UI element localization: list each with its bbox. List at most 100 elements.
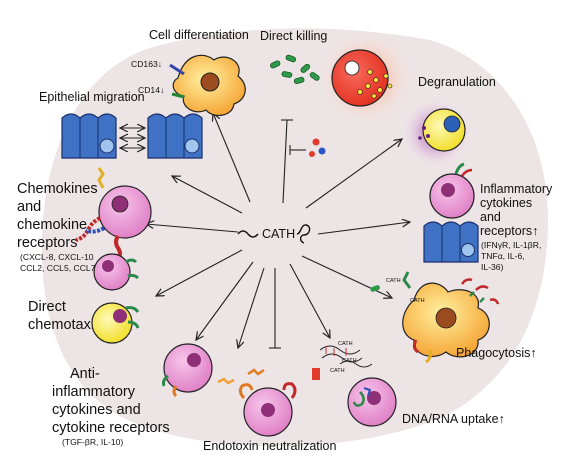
- direct-chemotaxis-label-1: Direct: [28, 299, 66, 315]
- pink-cell-nucleus: [187, 353, 201, 367]
- yellow-cell-nucleus: [443, 115, 461, 133]
- arrow-degranulation: [305, 139, 402, 209]
- green-fragments: [469, 291, 485, 303]
- chemokines-label-4: receptors: [17, 235, 77, 251]
- arrow-anti-inflammatory: [196, 261, 254, 340]
- lps-fragment: [217, 377, 235, 385]
- yellow-cell-body: [91, 302, 133, 344]
- migration-arrows: [120, 128, 145, 148]
- dna-rna-uptake-label: DNA/RNA uptake↑: [402, 412, 505, 426]
- chemotaxis-pink-cell: [93, 253, 140, 291]
- degranulation-label: Degranulation: [418, 75, 496, 89]
- anti-inflammatory-label-4: cytokine receptors: [52, 420, 170, 436]
- yellow-cell-body: [422, 108, 466, 152]
- inflammatory-label-3: and: [480, 210, 501, 224]
- endotoxin-label: Endotoxin neutralization: [203, 439, 336, 453]
- macrophage-nucleus: [200, 72, 220, 92]
- phagocyte-nucleus: [435, 307, 457, 329]
- arrow-phagocytosis: [301, 255, 392, 298]
- small-molecules: [309, 138, 326, 157]
- cell-differentiation-label: Cell differentiation: [149, 28, 249, 42]
- chemokines-label-1: Chemokines: [17, 181, 98, 197]
- molecule-blue: [318, 147, 326, 155]
- chemokines-label-3: chemokine: [17, 217, 87, 233]
- phagocyte: [402, 271, 490, 364]
- red-cell-body: [331, 49, 389, 107]
- granules: [357, 69, 393, 99]
- dna-strands: [319, 345, 373, 368]
- cd163-receptor: [169, 63, 185, 76]
- anti-inflammatory-label-1: Anti-: [70, 366, 100, 382]
- endotoxin-cell: [238, 368, 320, 437]
- yellow-cell-nucleus: [113, 309, 127, 323]
- cd14-label: CD14↓: [138, 85, 164, 95]
- chemokines-examples-2: CCL2, CCL5, CCL7): [20, 263, 98, 273]
- arrow-dna-rna: [289, 263, 330, 338]
- mini-cath-label: CATH: [386, 278, 401, 284]
- mini-cath-label: CATH: [410, 298, 425, 304]
- bacterium: [270, 60, 281, 69]
- bacterium: [285, 54, 297, 63]
- degranulating-cell-yellow: [418, 108, 466, 152]
- center-cath-label: CATH: [262, 227, 295, 241]
- inflammatory-label-1: Inflammatory: [480, 182, 553, 196]
- direct-chemotaxis-label-2: chemotaxis: [28, 317, 101, 333]
- pink-cell-body: [98, 185, 152, 239]
- inflammatory-cell: [429, 162, 475, 219]
- pink-cell-body: [163, 343, 213, 393]
- red-cell-nucleus: [344, 60, 360, 76]
- pink-cell-nucleus: [441, 183, 455, 197]
- bacteria-group: [270, 54, 320, 85]
- epithelial-migration-label: Epithelial migration: [39, 90, 145, 104]
- chemokines-examples-1: (CXCL-8, CXCL-10: [20, 252, 94, 262]
- molecule-red: [312, 138, 320, 146]
- bacterium: [300, 63, 311, 73]
- differentiating-macrophage: [169, 54, 246, 116]
- cath-peptide-loop: [296, 224, 311, 244]
- mini-cath-label: CATH: [330, 368, 345, 374]
- bacterium: [281, 71, 293, 78]
- pink-cell-nucleus: [261, 403, 275, 417]
- mini-cath-label: CATH: [338, 341, 353, 347]
- chemokine-cell: [75, 167, 152, 260]
- inhibit-line-direct-killing: [282, 119, 288, 204]
- inflammatory-label-4: receptors↑: [480, 224, 538, 238]
- chemotaxis-yellow-cell: [91, 302, 140, 344]
- lps-molecule: [312, 368, 320, 380]
- pink-cell-body: [429, 173, 475, 219]
- cath-peptide-squiggle: [237, 230, 259, 238]
- bacterium: [309, 72, 320, 81]
- effect-arrows: [146, 113, 410, 348]
- anti-inflammatory-label-3: cytokines and: [52, 402, 141, 418]
- pink-cell-nucleus: [102, 260, 114, 272]
- dna-uptake-cell: [347, 377, 397, 427]
- molecule-red: [309, 151, 315, 157]
- phagocytosis-label: Phagocytosis↑: [456, 346, 537, 360]
- pink-cell-nucleus: [367, 391, 381, 405]
- arrow-endotoxin: [238, 267, 265, 348]
- inflammatory-epithelium: [423, 221, 479, 263]
- inflammatory-examples-2: TNFα, IL-6,: [481, 251, 525, 261]
- direct-killing-label: Direct killing: [260, 29, 327, 43]
- anti-inflammatory-examples: (TGF-βR, IL-10): [62, 437, 123, 447]
- arrow-direct-chemotaxis: [156, 249, 243, 296]
- chemokines-label-2: and: [17, 199, 41, 215]
- phagocytosis-bacteria: [370, 285, 381, 292]
- pink-cell-body: [93, 253, 131, 291]
- arrow-epithelial-migration: [172, 176, 243, 214]
- anti-inflammatory-cell: [162, 343, 213, 398]
- epithelium-left: [61, 113, 117, 159]
- anti-inflammatory-label-2: inflammatory: [52, 384, 136, 400]
- cd14-receptor: [171, 92, 185, 99]
- arrow-chemokines: [146, 224, 239, 233]
- arrow-cell-differentiation: [213, 113, 251, 203]
- degranulating-cell-red: [331, 49, 393, 107]
- inflammatory-label-2: cytokines: [480, 196, 532, 210]
- inflammatory-examples-3: IL-36): [481, 262, 504, 272]
- mini-cath-label: CATH: [342, 358, 357, 364]
- red-receptors: [460, 278, 500, 305]
- epithelium-right: [147, 113, 203, 159]
- arrow-inflammatory: [317, 222, 410, 235]
